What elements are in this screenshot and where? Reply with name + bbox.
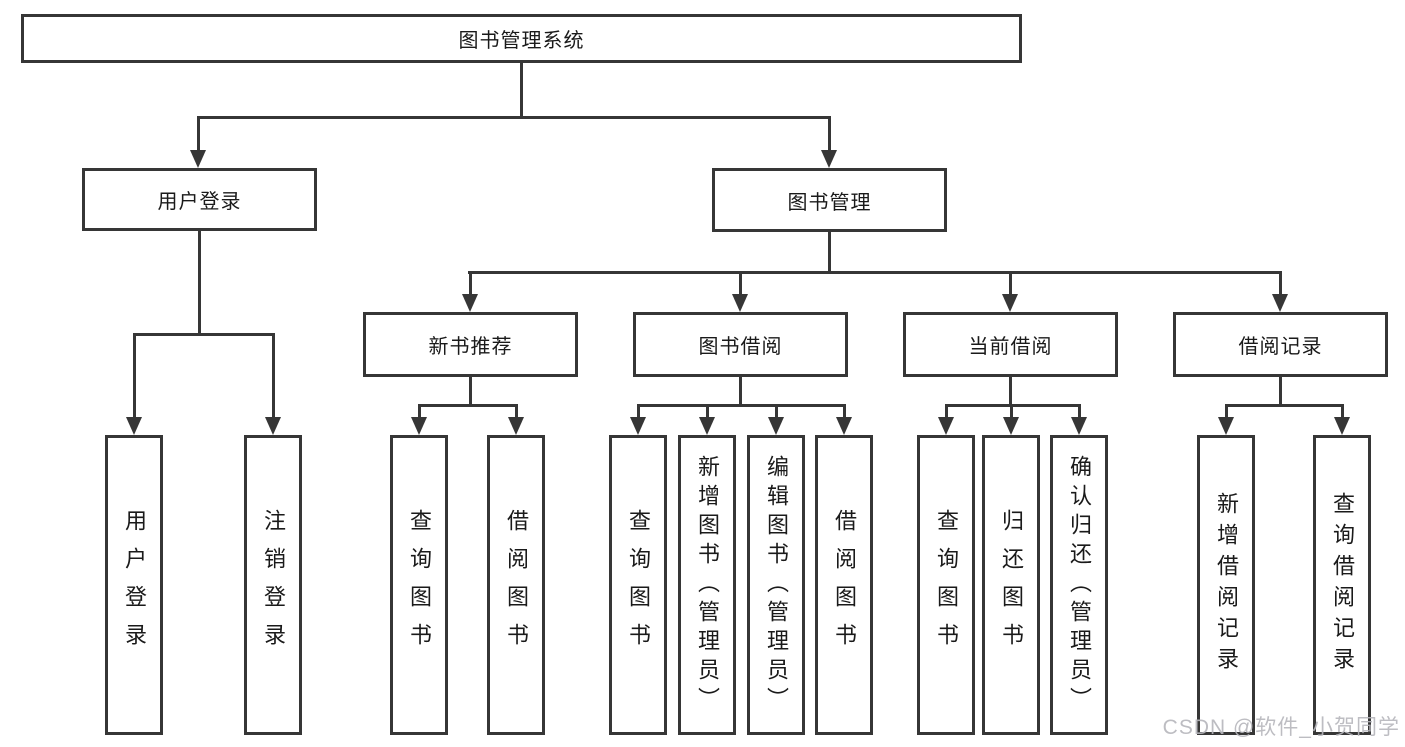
node-new-book-recommend: 新书推荐 <box>363 312 578 377</box>
connector-line <box>469 271 472 298</box>
arrow-down-icon <box>732 294 748 312</box>
node-book-borrow: 图书借阅 <box>633 312 848 377</box>
connector-line <box>1010 404 1013 420</box>
leaf-confirm-return-admin-label: 确认归还（管理员） <box>1067 454 1092 716</box>
connector-line <box>828 116 831 154</box>
connector-line <box>1341 404 1344 420</box>
arrow-down-icon <box>1002 294 1018 312</box>
leaf-logout-label: 注销登录 <box>261 509 286 661</box>
connector-line <box>418 404 518 407</box>
node-book-management: 图书管理 <box>712 168 947 232</box>
arrow-down-icon <box>1071 417 1087 435</box>
node-borrow-records-label: 借阅记录 <box>1238 336 1323 358</box>
arrow-down-icon <box>768 417 784 435</box>
connector-line <box>198 231 201 335</box>
leaf-add-borrow-record-label: 新增借阅记录 <box>1214 492 1239 678</box>
connector-line <box>469 376 472 407</box>
leaf-query-borrow-record: 查询借阅记录 <box>1313 435 1371 735</box>
arrow-down-icon <box>126 417 142 435</box>
leaf-query-books-1: 查询图书 <box>390 435 448 735</box>
leaf-query-books-3: 查询图书 <box>917 435 975 735</box>
node-borrow-records: 借阅记录 <box>1173 312 1388 377</box>
arrow-down-icon <box>265 417 281 435</box>
connector-line <box>739 271 742 298</box>
node-new-book-recommend-label: 新书推荐 <box>428 336 513 358</box>
connector-line <box>706 404 709 420</box>
connector-line <box>945 404 1081 407</box>
connector-line <box>1225 404 1228 420</box>
connector-line <box>1225 404 1344 407</box>
leaf-query-books-2-label: 查询图书 <box>626 509 651 661</box>
leaf-query-books-3-label: 查询图书 <box>934 509 959 661</box>
leaf-borrow-books-1-label: 借阅图书 <box>504 509 529 661</box>
arrow-down-icon <box>938 417 954 435</box>
arrow-down-icon <box>462 294 478 312</box>
connector-line <box>945 404 948 420</box>
watermark: CSDN @软件_小贺同学 <box>1162 716 1400 739</box>
leaf-user-login-label: 用户登录 <box>122 509 147 661</box>
connector-line <box>133 333 275 336</box>
arrow-down-icon <box>630 417 646 435</box>
arrow-down-icon <box>1334 417 1350 435</box>
connector-line <box>843 404 846 420</box>
arrow-down-icon <box>1272 294 1288 312</box>
leaf-return-book-label: 归还图书 <box>999 509 1024 661</box>
leaf-user-login: 用户登录 <box>105 435 163 735</box>
connector-line <box>1009 271 1012 298</box>
connector-line <box>468 271 1281 274</box>
node-user-login-label: 用户登录 <box>157 191 242 213</box>
leaf-borrow-books-2: 借阅图书 <box>815 435 873 735</box>
connector-line <box>828 231 831 274</box>
leaf-confirm-return-admin: 确认归还（管理员） <box>1050 435 1108 735</box>
connector-line <box>520 62 523 118</box>
connector-line <box>272 333 275 421</box>
node-current-borrow-label: 当前借阅 <box>968 336 1053 358</box>
node-book-management-label: 图书管理 <box>787 191 872 214</box>
leaf-borrow-books-2-label: 借阅图书 <box>832 509 857 661</box>
connector-line <box>637 404 640 420</box>
connector-line <box>197 116 200 154</box>
leaf-query-books-2: 查询图书 <box>609 435 667 735</box>
connector-line <box>1279 271 1282 298</box>
connector-line <box>197 116 831 119</box>
node-current-borrow: 当前借阅 <box>903 312 1118 377</box>
arrow-down-icon <box>821 150 837 168</box>
connector-line <box>515 404 518 420</box>
node-library-system: 图书管理系统 <box>21 14 1022 63</box>
leaf-add-borrow-record: 新增借阅记录 <box>1197 435 1255 735</box>
leaf-edit-book-admin-label: 编辑图书（管理员） <box>764 454 789 716</box>
connector-line <box>739 376 742 407</box>
leaf-add-book-admin: 新增图书（管理员） <box>678 435 736 735</box>
connector-line <box>1279 376 1282 407</box>
arrow-down-icon <box>836 417 852 435</box>
arrow-down-icon <box>699 417 715 435</box>
connector-line <box>1009 376 1012 407</box>
node-user-login: 用户登录 <box>82 168 317 231</box>
connector-line <box>133 333 136 421</box>
connector-line <box>637 404 846 407</box>
leaf-query-borrow-record-label: 查询借阅记录 <box>1330 492 1355 678</box>
connector-line <box>775 404 778 420</box>
node-library-system-label: 图书管理系统 <box>458 30 585 52</box>
node-book-borrow-label: 图书借阅 <box>698 336 783 358</box>
leaf-borrow-books-1: 借阅图书 <box>487 435 545 735</box>
leaf-add-book-admin-label: 新增图书（管理员） <box>695 454 720 716</box>
leaf-edit-book-admin: 编辑图书（管理员） <box>747 435 805 735</box>
connector-line <box>418 404 421 420</box>
arrow-down-icon <box>508 417 524 435</box>
arrow-down-icon <box>190 150 206 168</box>
leaf-logout: 注销登录 <box>244 435 302 735</box>
leaf-query-books-1-label: 查询图书 <box>407 509 432 661</box>
connector-line <box>1078 404 1081 420</box>
arrow-down-icon <box>1218 417 1234 435</box>
arrow-down-icon <box>411 417 427 435</box>
leaf-return-book: 归还图书 <box>982 435 1040 735</box>
arrow-down-icon <box>1003 417 1019 435</box>
